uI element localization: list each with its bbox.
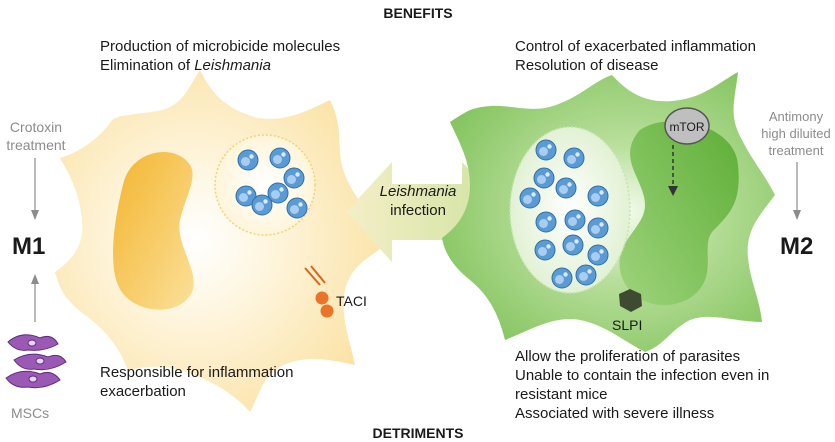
- leishmania-parasite: [555, 177, 577, 199]
- slpi-molecule: [619, 289, 642, 312]
- benefits-header: BENEFITS: [383, 5, 453, 21]
- leishmania-parasite: [535, 211, 557, 233]
- leishmania-parasite: [551, 267, 573, 289]
- mtor-label: mTOR: [669, 120, 705, 134]
- leishmania-parasite: [535, 139, 557, 161]
- leishmania-parasite: [235, 185, 257, 207]
- leishmania-parasite: [283, 167, 305, 189]
- taci-receptor: [304, 265, 334, 318]
- leishmania-parasite: [269, 147, 291, 169]
- crotoxin-label-2: treatment: [6, 137, 66, 153]
- m2-benefit-2: Resolution of disease: [515, 57, 659, 74]
- infection-label-1: Leishmania: [379, 183, 457, 200]
- m1-detriment-2: exacerbation: [100, 383, 186, 400]
- antimony-arrowhead: [793, 210, 801, 220]
- detriments-header: DETRIMENTS: [372, 425, 464, 441]
- antimony-label-2: high diluited: [761, 126, 831, 141]
- leishmania-parasite: [587, 217, 609, 239]
- infection-label-2: infection: [390, 202, 446, 219]
- m2-detriment-4: Associated with severe illness: [515, 405, 715, 422]
- mscs-label: MSCs: [11, 405, 50, 421]
- mscs-arrowhead: [31, 274, 39, 284]
- crotoxin-arrowhead: [31, 210, 39, 220]
- leishmania-parasite: [534, 239, 556, 261]
- taci-label: TACI: [336, 293, 367, 309]
- leishmania-parasite: [564, 209, 586, 231]
- leishmania-parasite: [519, 187, 541, 209]
- antimony-label-1: Antimony: [768, 109, 824, 124]
- leishmania-parasite: [563, 147, 585, 169]
- m2-detriment-2: Unable to contain the infection even in: [515, 367, 770, 384]
- leishmania-parasite: [533, 167, 555, 189]
- leishmania-parasite: [237, 149, 259, 171]
- m2-benefit-1: Control of exacerbated inflammation: [515, 38, 756, 55]
- leishmania-parasite: [267, 182, 289, 204]
- antimony-label-3: treatment: [768, 143, 824, 158]
- mscs-cells-icon: [5, 334, 67, 389]
- mtor-signal-arrowhead: [668, 186, 678, 196]
- m1-macrophage-body: [55, 70, 390, 412]
- leishmania-parasite: [286, 197, 308, 219]
- leishmania-parasite: [251, 194, 273, 216]
- leishmania-parasite: [587, 185, 609, 207]
- m2-label: M2: [780, 233, 814, 260]
- m1-detriment-1: Responsible for inflammation: [100, 364, 294, 381]
- m2-detriment-1: Allow the proliferation of parasites: [515, 348, 741, 365]
- leishmania-parasite: [587, 244, 609, 266]
- m2-detriment-3: resistant mice: [515, 386, 608, 403]
- m2-nucleus: [619, 121, 739, 306]
- m1-label: M1: [12, 233, 46, 260]
- m1-nucleus: [113, 151, 194, 310]
- leishmania-parasite: [562, 234, 584, 256]
- slpi-label: SLPI: [612, 317, 643, 333]
- m1-benefit-1: Production of microbicide molecules: [100, 38, 341, 55]
- leishmania-parasite: [575, 264, 597, 286]
- mtor-complex: [664, 107, 710, 145]
- m1-benefit-2: Elimination of Leishmania: [100, 57, 271, 74]
- crotoxin-label-1: Crotoxin: [9, 119, 63, 135]
